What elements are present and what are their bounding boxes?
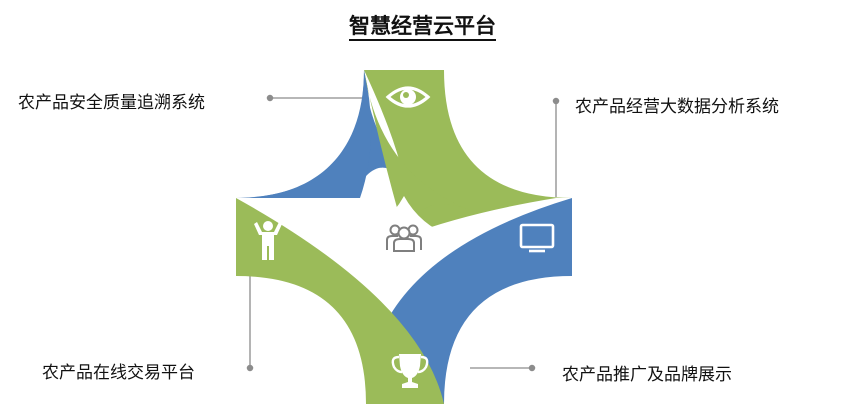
connector-dot-bottom-right (528, 364, 536, 372)
petal-top-left-fill (236, 70, 372, 198)
monitor-icon (519, 223, 555, 253)
page-title: 智慧经营云平台 (0, 10, 845, 41)
label-big-data-system: 农产品经营大数据分析系统 (575, 97, 779, 117)
label-brand-promotion: 农产品推广及品牌展示 (562, 365, 732, 385)
trophy-icon (391, 354, 429, 388)
label-traceability-system: 农产品安全质量追溯系统 (18, 93, 205, 113)
label-online-trading: 农产品在线交易平台 (42, 363, 195, 383)
petal-left-green (236, 198, 444, 404)
people-group-icon (386, 224, 422, 252)
connector-lines (246, 94, 560, 372)
person-icon (254, 221, 282, 260)
connector-dot-top-left (266, 94, 274, 102)
petal-top-inner (364, 70, 470, 236)
connector-dot-top-right (552, 97, 560, 105)
connector-dot-bottom-left (246, 364, 254, 372)
eye-icon (385, 86, 431, 108)
